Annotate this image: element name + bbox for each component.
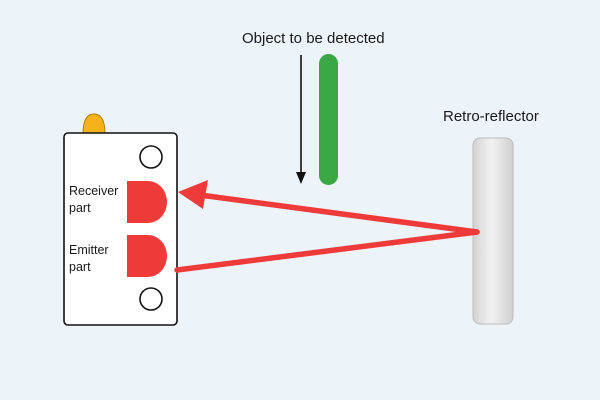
emitter-label-line1: Emitter [69,243,109,257]
detected-object [319,54,338,185]
emitter-label: Emitter part [69,242,125,276]
reflected-beam [197,192,480,235]
indicator-lamp [82,113,106,135]
movement-arrowhead [296,172,306,184]
mounting-hole-top [139,145,163,169]
reflector-label: Retro-reflector [443,108,539,125]
receiver-label-line1: Receiver [69,184,119,198]
receiver-label: Receiver part [69,183,125,217]
receiver-label-line2: part [69,201,91,215]
object-label: Object to be detected [242,30,385,47]
emitter-label-line2: part [69,260,91,274]
emitter-part [127,235,167,277]
receiver-part [127,181,167,223]
emitted-beam [174,229,480,273]
sensor-body [63,132,178,326]
reflected-beam-arrowhead [178,180,208,209]
mounting-hole-bottom [139,287,163,311]
